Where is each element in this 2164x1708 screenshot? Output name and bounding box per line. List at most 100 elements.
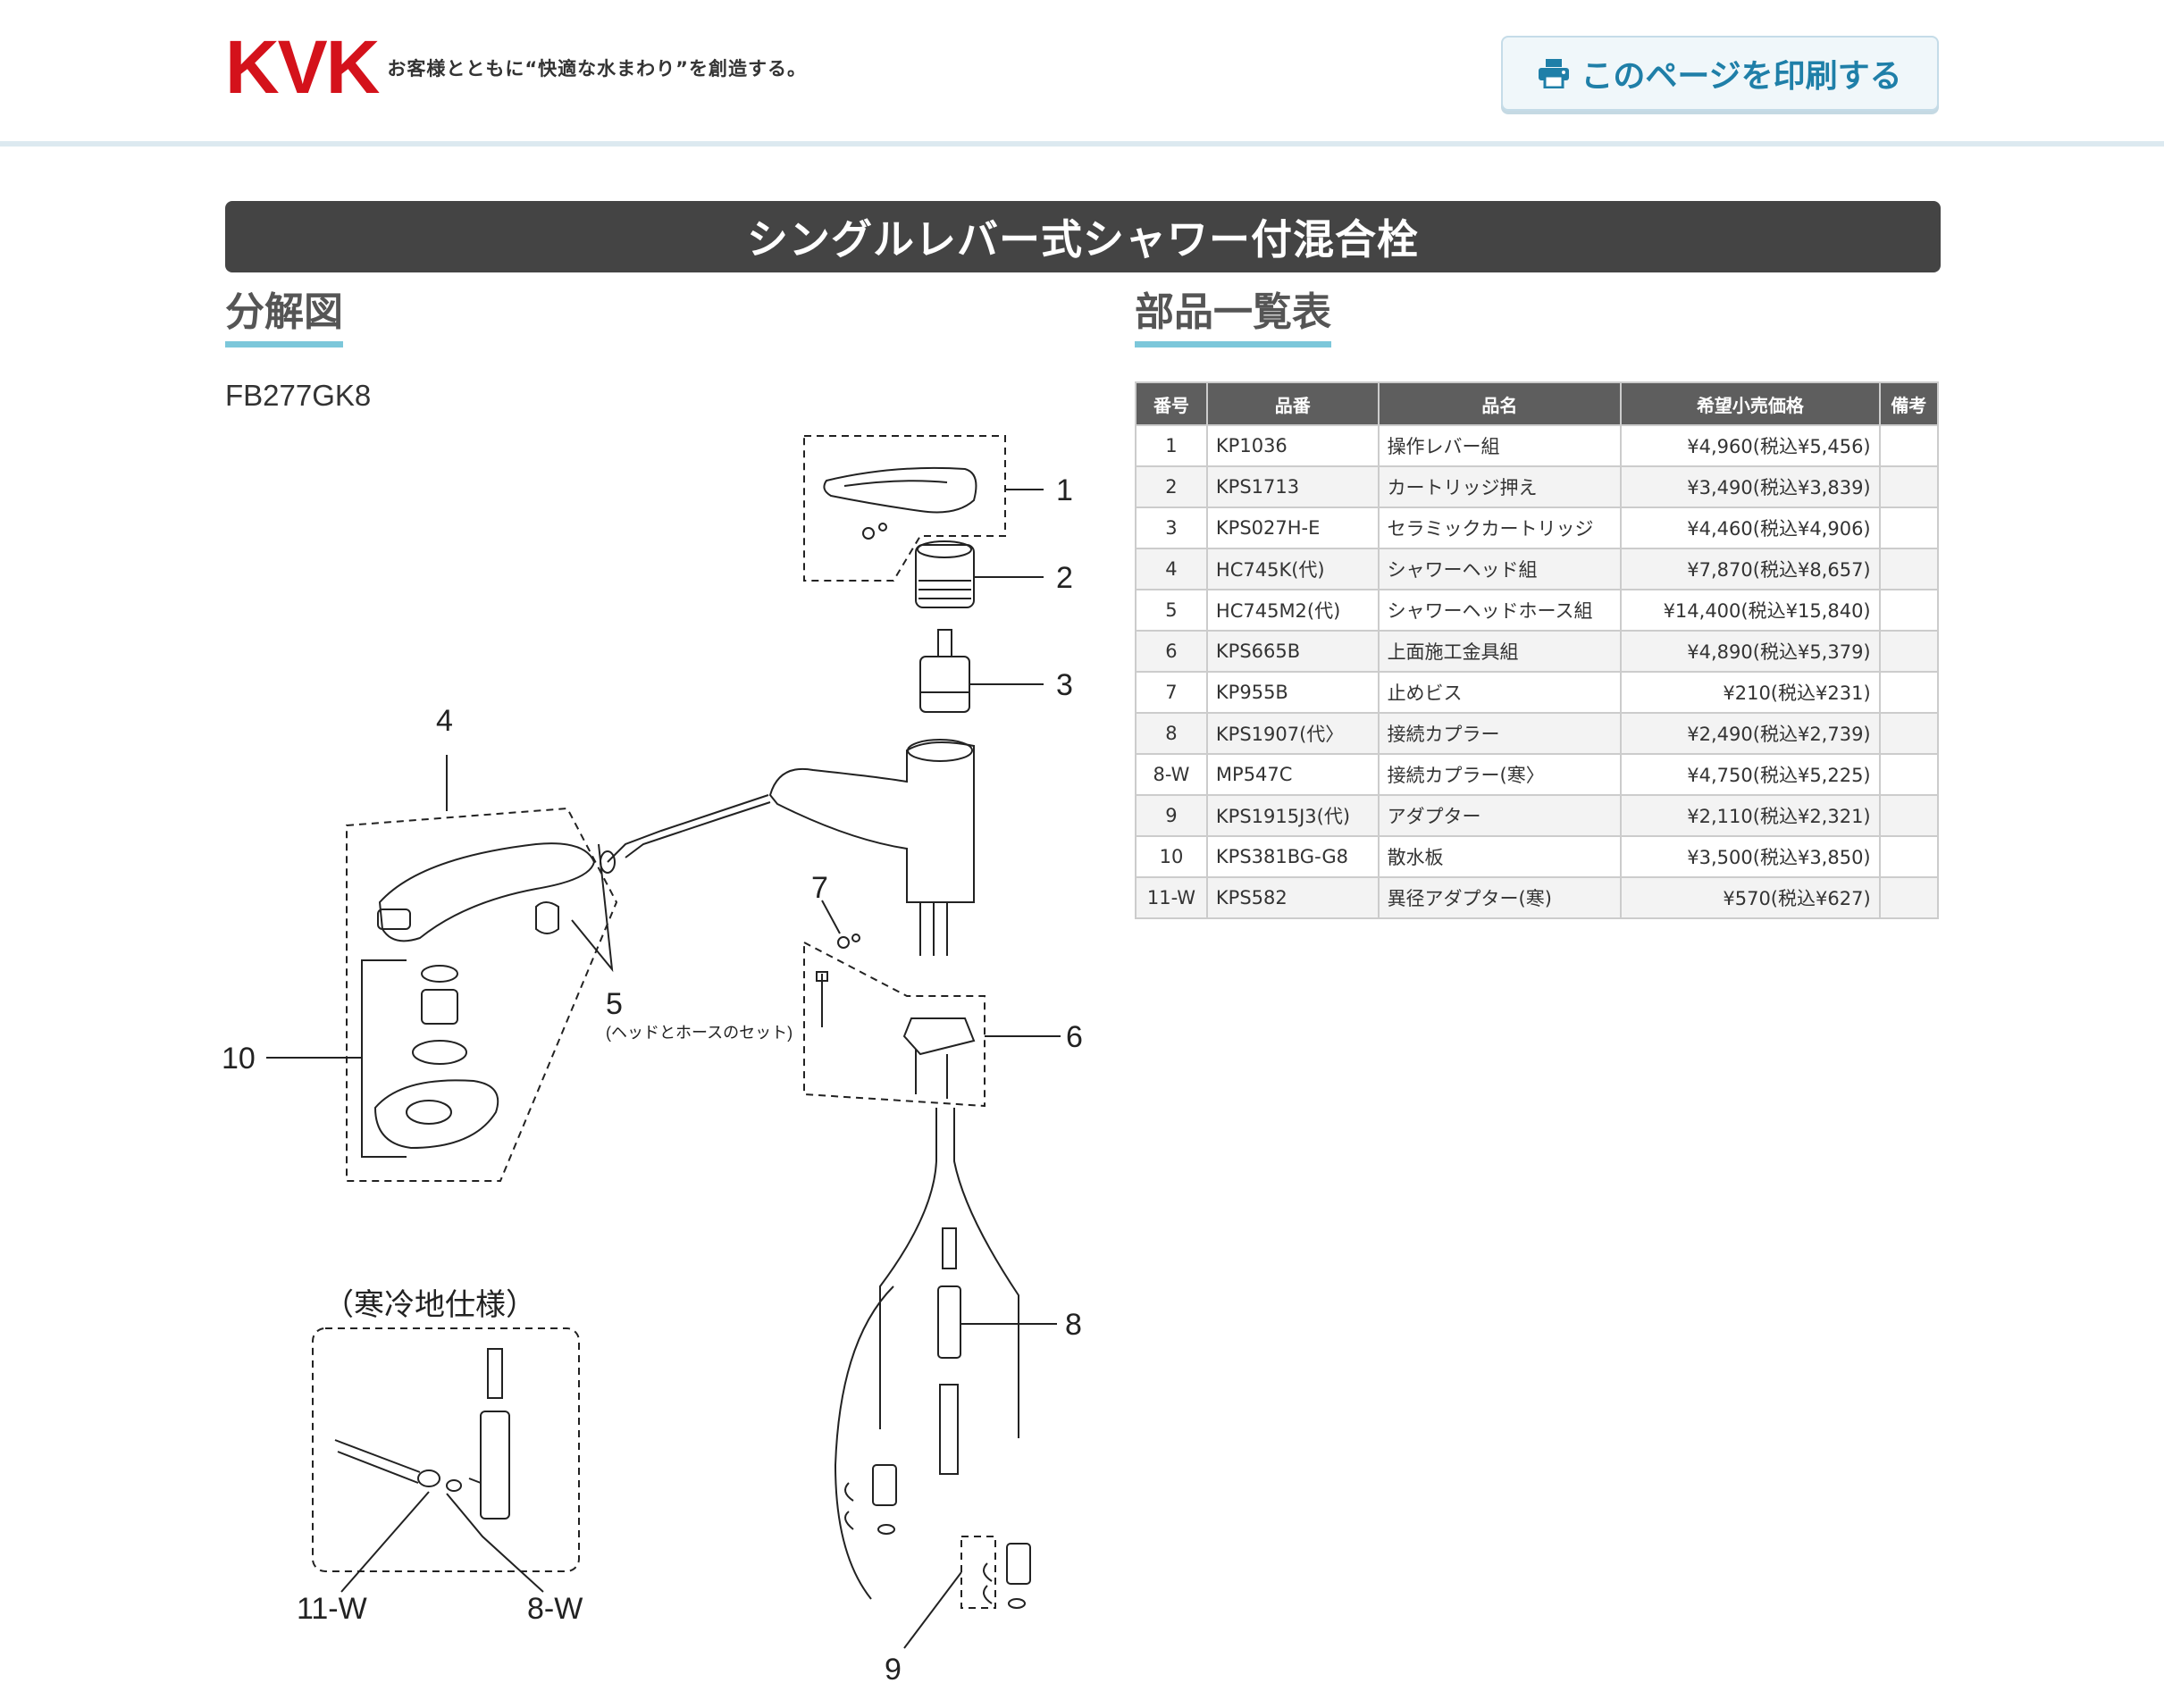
adapter-part-right	[1006, 1543, 1031, 1585]
lever-group-box	[803, 435, 1006, 582]
faucet-body	[768, 741, 975, 903]
spray-plate-part	[373, 1079, 499, 1150]
ceramic-cartridge-part	[919, 656, 970, 713]
row-number: 7	[1135, 671, 1208, 714]
supply-hose-left	[879, 1108, 937, 1429]
callout-2: 2	[1056, 561, 1073, 595]
row-price: ¥7,870(税込¥8,657)	[1620, 548, 1881, 590]
row-price: ¥3,500(税込¥3,850)	[1620, 835, 1881, 878]
row-part-name: カートリッジ押え	[1377, 465, 1623, 508]
row-price: ¥3,490(税込¥3,839)	[1620, 465, 1881, 508]
row-number: 3	[1135, 507, 1208, 549]
row-part-number: KPS381BG-G8	[1205, 835, 1380, 878]
callout-5-note: (ヘッドとホースのセット)	[606, 1024, 793, 1042]
row-part-name: 異径アダプター(寒)	[1377, 876, 1623, 919]
logo-wordmark: KVK	[225, 25, 380, 109]
row-remarks	[1878, 753, 1940, 796]
row-remarks	[1878, 712, 1940, 755]
row-price: ¥2,110(税込¥2,321)	[1620, 794, 1881, 837]
lever-screw	[862, 527, 875, 540]
row-part-number: MP547C	[1205, 753, 1380, 796]
row-part-number: KPS1915J3(代)	[1205, 794, 1380, 837]
callout-10: 10	[222, 1042, 256, 1076]
callout-4: 4	[436, 704, 453, 738]
row-remarks	[1878, 671, 1940, 714]
shower-clip	[535, 901, 559, 934]
row-part-number: KP955B	[1205, 671, 1380, 714]
print-button-label: このページを印刷する	[1581, 58, 1902, 95]
row-part-number: KPS665B	[1205, 630, 1380, 673]
row-price: ¥4,960(税込¥5,456)	[1620, 424, 1881, 467]
row-remarks	[1878, 507, 1940, 549]
row-remarks	[1878, 424, 1940, 467]
coupler-8w-part	[480, 1411, 510, 1520]
row-price: ¥2,490(税込¥2,739)	[1620, 712, 1881, 755]
row-number: 5	[1135, 589, 1208, 632]
cold-region-title: （寒冷地仕様）	[323, 1288, 536, 1322]
lever-part	[823, 466, 977, 514]
row-remarks	[1878, 835, 1940, 878]
coupler-part	[937, 1285, 961, 1359]
row-part-number: HC745M2(代)	[1205, 589, 1380, 632]
callout-5: 5	[606, 987, 623, 1021]
callout-8w: 8-W	[527, 1592, 583, 1626]
row-number: 9	[1135, 794, 1208, 837]
row-remarks	[1878, 548, 1940, 590]
print-page-button[interactable]: このページを印刷する	[1501, 36, 1939, 111]
row-part-name: アダプター	[1377, 794, 1623, 837]
shower-head-part	[378, 842, 596, 942]
row-number: 2	[1135, 465, 1208, 508]
row-price: ¥4,750(税込¥5,225)	[1620, 753, 1881, 796]
row-price: ¥570(税込¥627)	[1620, 876, 1881, 919]
row-remarks	[1878, 465, 1940, 508]
row-number: 1	[1135, 424, 1208, 467]
row-part-number: KPS1713	[1205, 465, 1380, 508]
row-number: 4	[1135, 548, 1208, 590]
col-remarks: 備考	[1878, 381, 1940, 426]
row-number: 8-W	[1135, 753, 1208, 796]
parts-table-header: 番号 品番 品名 希望小売価格 備考	[1135, 381, 1940, 426]
supply-hose-right	[953, 1108, 1019, 1438]
row-number: 8	[1135, 712, 1208, 755]
showerhead-group-box	[346, 807, 618, 1182]
row-remarks	[1878, 876, 1940, 919]
row-price: ¥4,460(税込¥4,906)	[1620, 507, 1881, 549]
site-header: KVK お客様とともに“快適な水まわり”を創造する。 このページを印刷する	[0, 0, 2164, 147]
parts-list-heading: 部品一覧表	[1135, 288, 1331, 347]
kvk-logo[interactable]: KVK お客様とともに“快適な水まわり”を創造する。	[225, 25, 807, 109]
row-part-number: KPS582	[1205, 876, 1380, 919]
row-part-number: HC745K(代)	[1205, 548, 1380, 590]
row-part-name: 接続カプラー(寒〉	[1377, 753, 1623, 796]
row-part-name: 接続カプラー	[1377, 712, 1623, 755]
row-part-name: シャワーヘッドホース組	[1377, 589, 1623, 632]
row-part-number: KP1036	[1205, 424, 1380, 467]
hose-connector	[607, 794, 769, 863]
row-part-number: KPS1907(代〉	[1205, 712, 1380, 755]
row-part-name: シャワーヘッド組	[1377, 548, 1623, 590]
row-remarks	[1878, 589, 1940, 632]
row-part-name: 散水板	[1377, 835, 1623, 878]
callout-3: 3	[1056, 668, 1073, 702]
callout-7: 7	[811, 871, 828, 905]
col-price: 希望小売価格	[1620, 381, 1881, 426]
row-number: 6	[1135, 630, 1208, 673]
row-price: ¥14,400(税込¥15,840)	[1620, 589, 1881, 632]
exploded-view-heading: 分解図	[225, 288, 343, 347]
row-part-number: KPS027H-E	[1205, 507, 1380, 549]
page-title: シングルレバー式シャワー付混合栓	[225, 201, 1941, 272]
row-price: ¥210(税込¥231)	[1620, 671, 1881, 714]
row-part-name: セラミックカートリッジ	[1377, 507, 1623, 549]
adapter-part-left	[872, 1464, 897, 1506]
row-price: ¥4,890(税込¥5,379)	[1620, 630, 1881, 673]
